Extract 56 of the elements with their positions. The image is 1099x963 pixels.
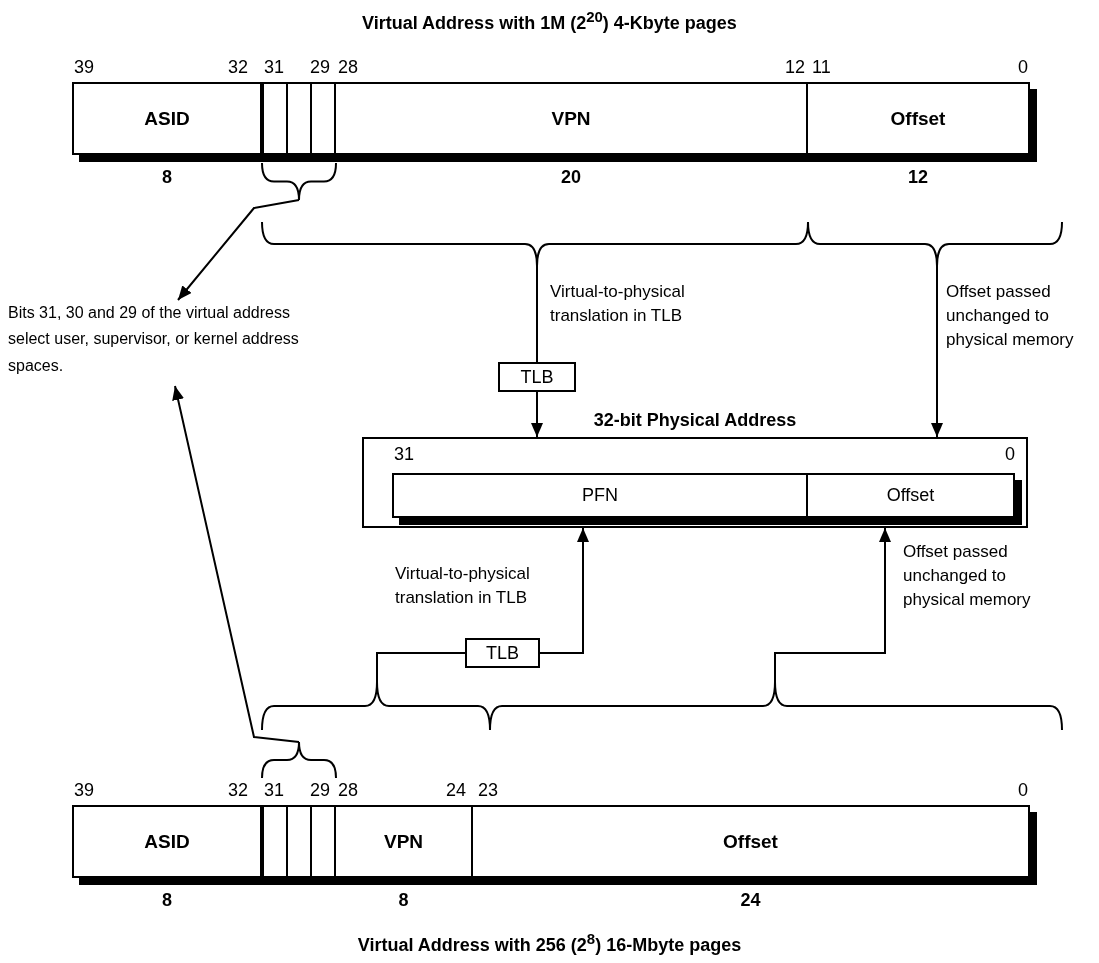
arrow [931,265,943,438]
bit-number: 0 [1018,780,1028,801]
bit-number: 29 [310,780,331,801]
arrow [172,385,300,743]
address-field: VPN [334,805,473,878]
diagram-caption: Virtual Address with 256 (2$^{8}$) 16-Mbyte pages [356,930,743,956]
arrow [531,391,543,438]
bit-width: 12 [907,167,929,188]
bit-width: 8 [161,890,173,911]
address-field: ASID [72,805,262,878]
bit-number: 24 [446,780,467,801]
bit-width: 8 [161,167,173,188]
bit-number: 39 [74,780,95,801]
tlb-box: TLB [465,638,540,668]
diagram-title: Virtual Address with 1M (2$^{20}$) 4-Kbyte pages [361,8,738,34]
bit-number: 28 [338,57,359,78]
tlb-box: TLB [498,362,576,392]
bit-cell [286,805,312,878]
bit-cell [310,805,336,878]
bit-cell [262,805,288,878]
bit-cell [286,82,312,155]
arrow [774,527,891,683]
bit-cell [310,82,336,155]
curly-brace [261,741,337,779]
address-field: Offset [806,82,1030,155]
bit-number: 32 [228,57,249,78]
address-field: Offset [471,805,1030,878]
bit-number: 29 [310,57,331,78]
curly-brace [261,221,809,267]
bit-width: 24 [739,890,762,911]
bit-number: 31 [264,780,285,801]
bit-number: 23 [478,780,499,801]
curly-brace [807,221,1063,267]
bit-number: 11 [812,57,831,78]
bit-number: 28 [338,780,359,801]
bit-number: 12 [785,57,806,78]
bit-number: 0 [1005,444,1015,465]
note-text: Bits 31, 30 and 29 of the virtual address select user, supervisor, or kernel address spaces. [8,300,330,386]
curly-brace [261,162,337,201]
address-field: PFN [392,473,808,518]
bit-number: 31 [394,444,415,465]
bit-width: 8 [397,890,410,911]
curly-brace [489,681,1063,731]
bit-number: 39 [74,57,95,78]
address-field: Offset [806,473,1015,518]
frame-title: 32-bit Physical Address [592,410,798,431]
address-field: VPN [334,82,808,155]
bit-number: 31 [264,57,285,78]
curly-brace [261,681,491,731]
bit-cell [262,82,288,155]
arrow [177,199,300,301]
bit-width: 20 [560,167,582,188]
arrow [539,527,589,654]
bit-number: 32 [228,780,249,801]
address-field: ASID [72,82,262,155]
bit-number: 0 [1018,57,1028,78]
